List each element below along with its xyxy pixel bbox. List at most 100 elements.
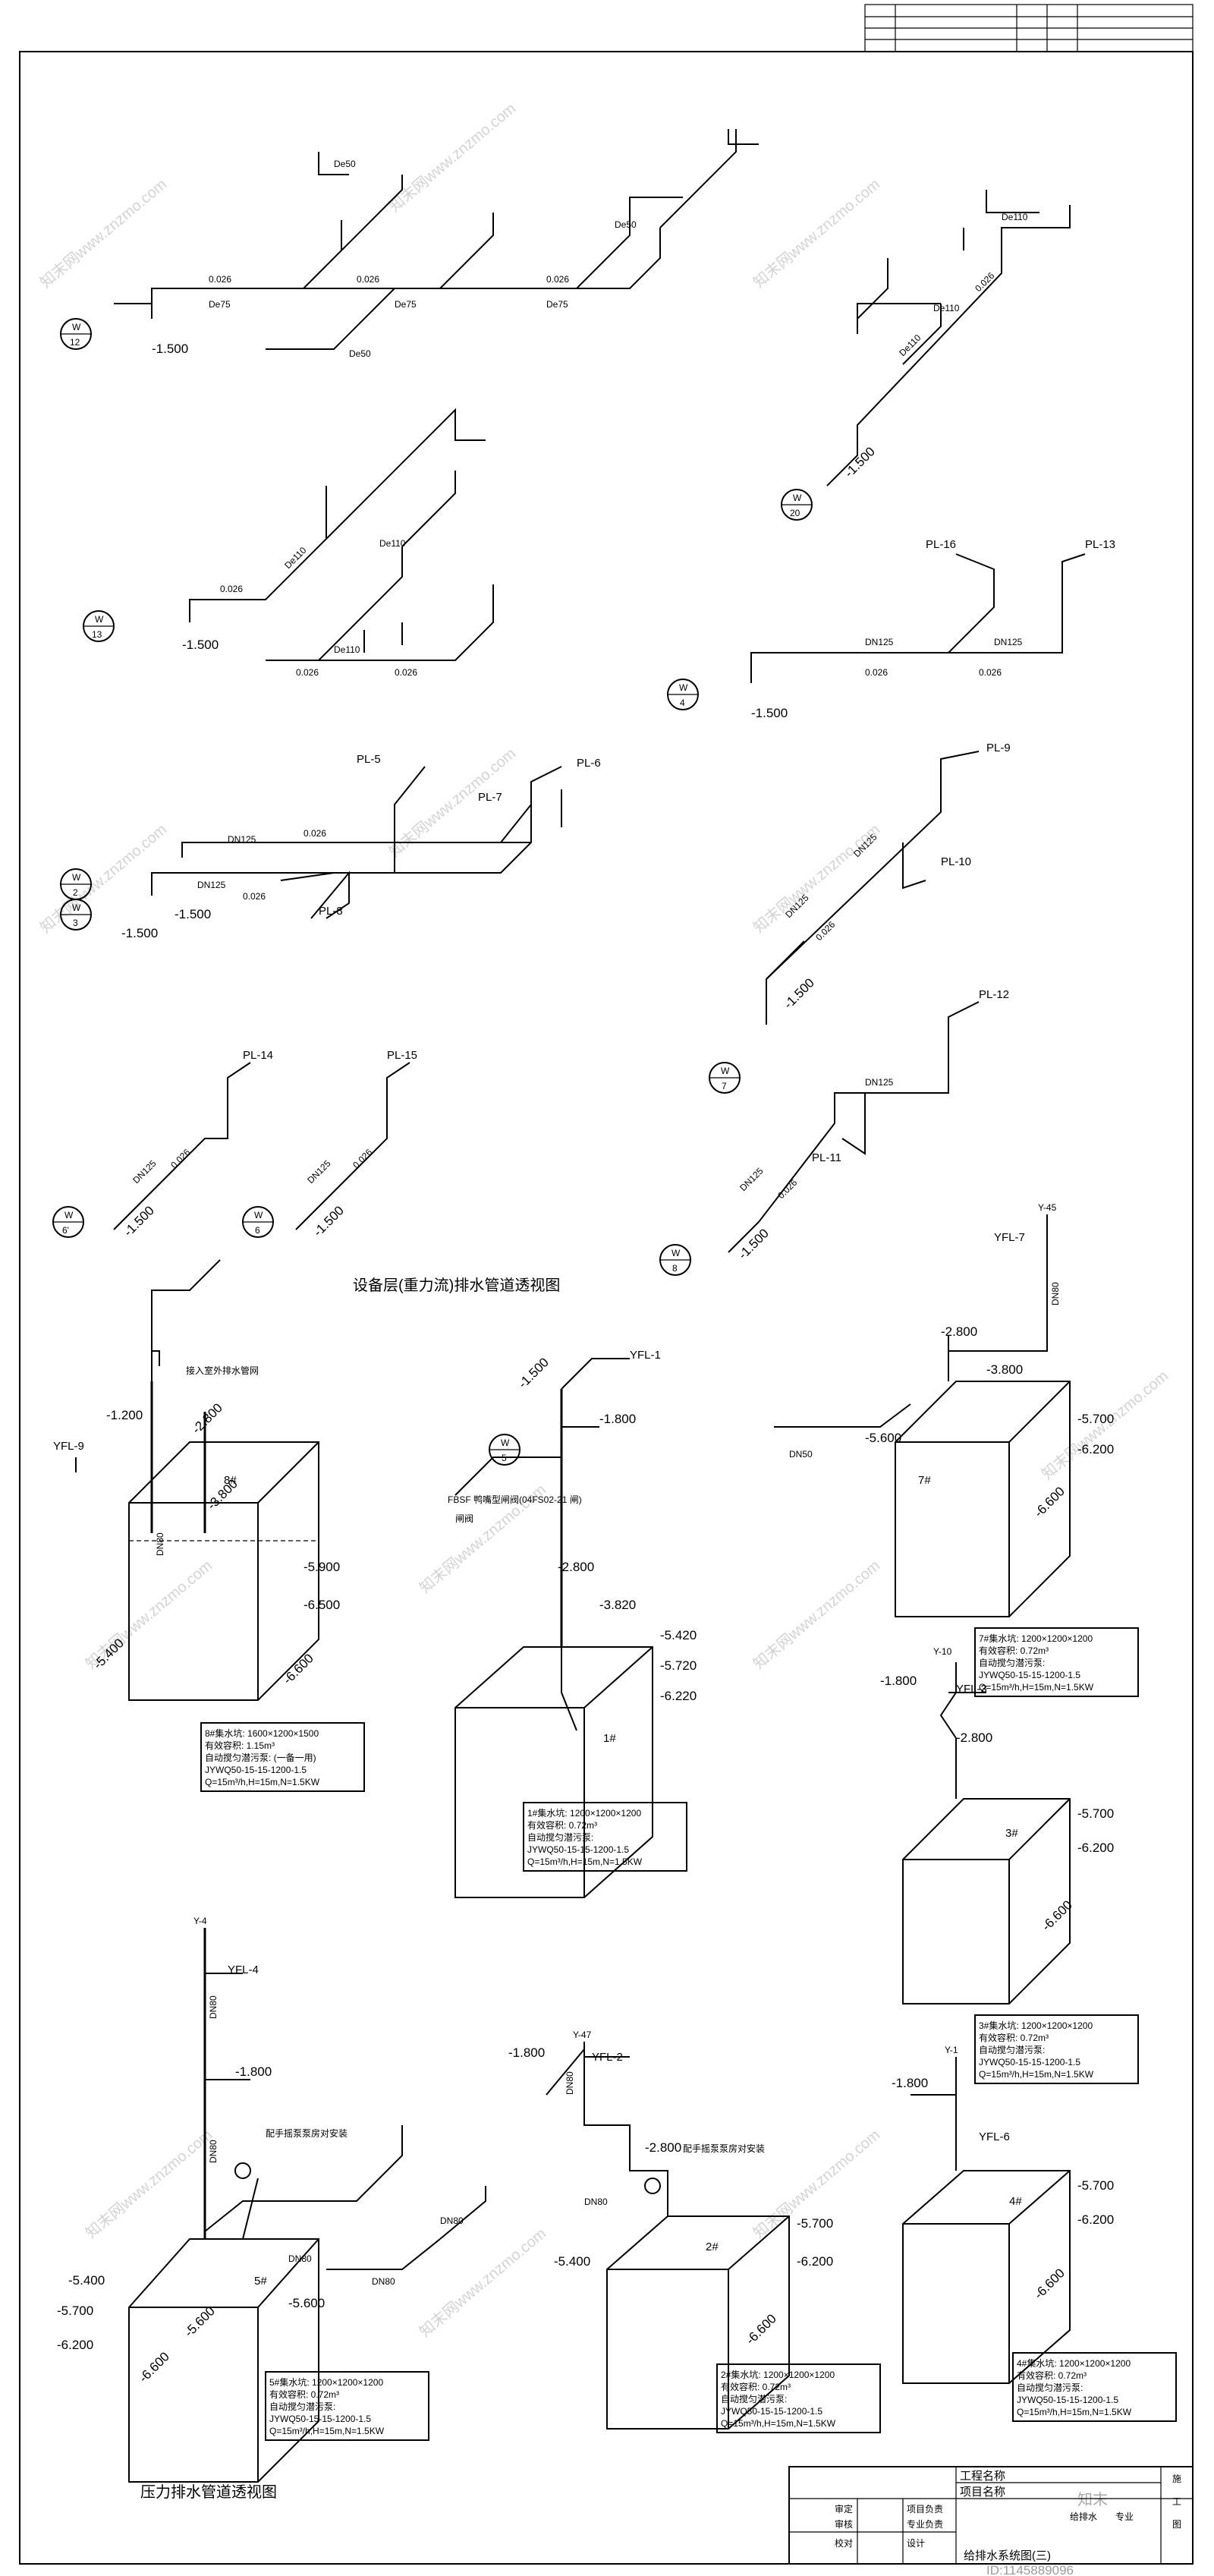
item-name-label: 项目名称 <box>960 2486 1005 2499</box>
slope-label: 0.026 <box>243 891 266 902</box>
system-number: 2 <box>73 887 78 898</box>
roof-mark: Y-1 <box>945 2045 958 2055</box>
logo-text: 知末 <box>1077 2491 1108 2508</box>
valve-note: FBSF 鸭嘴型闸阀(04FS02-21 闸) <box>448 1494 582 1505</box>
pit-spec-rating: Q=15m³/h,H=15m,N=1.5KW <box>205 1777 320 1787</box>
pipe-size-label: DN125 <box>131 1158 159 1186</box>
pit-spec-volume: 有效容积: 1.15m³ <box>205 1740 275 1751</box>
role-label: 审定 <box>835 2503 853 2515</box>
riser-label: PL-15 <box>387 1049 417 1062</box>
gravity-section-title: 设备层(重力流)排水管道透视图 <box>353 1277 560 1294</box>
pipe-size-label: De50 <box>349 348 371 359</box>
pipe-size-label: De75 <box>546 299 568 310</box>
pipe-size-label: DN125 <box>305 1158 333 1186</box>
pit-spec-volume: 有效容积: 0.72m³ <box>979 2032 1049 2043</box>
pit-8: 8# YFL-9 接入室外排水管网 -1.200 -2.800 -3.800 -… <box>53 1259 365 1792</box>
svg-text:W: W <box>72 322 81 332</box>
pit-spec-size: 5#集水坑: 1200×1200×1200 <box>269 2376 383 2388</box>
discharge-line: YFL-9 <box>53 1440 84 1453</box>
level-label: -5.700 <box>1077 2178 1114 2193</box>
coupling-note: 配手摇泵泵房对安装 <box>266 2127 348 2139</box>
level-label: -5.600 <box>181 2304 218 2340</box>
pit-4: 4# YFL-6 -1.800 -5.700 -6.200 -6.600 Y-1… <box>892 2045 1177 2422</box>
pit-spec-pump: 自动搅匀潜污泵: (一备一用) <box>205 1752 316 1763</box>
pit-1: 1# YFL-1 FBSF 鸭嘴型闸阀(04FS02-21 闸) 闸阀 -1.8… <box>448 1349 697 1898</box>
elevation-label: -1.500 <box>735 1226 772 1262</box>
stamp-text: 专业 <box>1115 2511 1134 2522</box>
elevation-label: -1.500 <box>515 1355 552 1391</box>
level-label: -6.200 <box>57 2338 93 2352</box>
slope-label: 0.026 <box>865 667 888 678</box>
level-label: -6.500 <box>304 1598 340 1612</box>
pit-spec-model: JYWQ50-15-15-1200-1.5 <box>979 2057 1080 2067</box>
level-label: -2.800 <box>941 1324 977 1339</box>
pit-spec-pump: 自动搅匀潜污泵: <box>269 2401 335 2412</box>
system-number: 6' <box>62 1225 69 1236</box>
level-label: -6.600 <box>1031 2266 1068 2302</box>
system-w8: PL-12 PL-11 DN125 DN125 0.026 W 8 -1.500 <box>659 988 1009 1276</box>
role-label: 专业负责 <box>907 2518 943 2530</box>
riser-label: PL-11 <box>812 1151 841 1164</box>
pipe-size-label: DN80 <box>208 2140 219 2163</box>
role-label: 项目负责 <box>907 2504 943 2515</box>
discharge-line: YFL-7 <box>994 1231 1025 1244</box>
pipe-size-label: De110 <box>1002 212 1028 222</box>
system-w13: De110 De110 De110 0.026 0.026 0.026 W 13… <box>83 408 494 678</box>
sheet-id: ID:1145889096 <box>986 2563 1074 2576</box>
coupling-note: 配手摇泵泵房对安装 <box>683 2143 765 2154</box>
level-label: -1.800 <box>508 2045 545 2060</box>
system-number: 7 <box>722 1081 727 1091</box>
slope-label: 0.026 <box>168 1147 192 1170</box>
riser-label: PL-13 <box>1085 538 1115 551</box>
pit-spec-size: 8#集水坑: 1600×1200×1500 <box>205 1727 319 1739</box>
level-label: -2.800 <box>956 1730 992 1745</box>
pit-spec-rating: Q=15m³/h,H=15m,N=1.5KW <box>1017 2407 1132 2417</box>
slope-label: 0.026 <box>220 584 243 594</box>
pipe-size-label: DN50 <box>789 1449 813 1460</box>
pipe-size-label: De110 <box>897 332 923 359</box>
svg-text:W: W <box>254 1210 263 1220</box>
pressure-section-title: 压力排水管道透视图 <box>140 2483 277 2501</box>
system-w2-w3: PL-5 PL-7 PL-6 PL-8 DN125 DN125 0.026 0.… <box>60 753 601 940</box>
slope-label: 0.026 <box>296 667 319 678</box>
pit-spec-pump: 自动搅匀潜污泵: <box>1017 2382 1083 2393</box>
level-label: -2.800 <box>558 1560 594 1574</box>
watermark-text: 知末网www.znzmo.com <box>750 1557 883 1673</box>
pit-number: 5# <box>254 2275 267 2288</box>
system-w20: De110 De110 De110 0.026 W 20 -1.500 <box>781 190 1071 521</box>
outer-frame <box>19 51 1194 2565</box>
watermark-text: 知末网www.znzmo.com <box>385 99 519 216</box>
elevation-label: -1.500 <box>751 706 788 720</box>
pipe-size-label: DN80 <box>372 2276 395 2287</box>
pit-number: 2# <box>706 2241 719 2253</box>
riser-label: PL-12 <box>979 988 1009 1001</box>
valve-note-sub: 闸阀 <box>455 1513 473 1524</box>
role-label: 校对 <box>835 2537 853 2549</box>
slope-label: 0.026 <box>357 274 379 285</box>
level-label: -3.800 <box>204 1476 241 1513</box>
side-label: 施 <box>1172 2474 1181 2484</box>
pit-spec-model: JYWQ50-15-15-1200-1.5 <box>721 2406 822 2417</box>
riser-label: PL-9 <box>986 742 1011 754</box>
watermark-text: 知末网www.znzmo.com <box>36 175 170 291</box>
level-label: -5.700 <box>797 2216 833 2231</box>
pipe-size-label: DN125 <box>197 880 226 890</box>
elevation-label: -1.500 <box>841 444 878 480</box>
level-label: -5.400 <box>554 2254 590 2269</box>
pipe-size-label: DN80 <box>440 2215 464 2226</box>
level-label: -1.800 <box>892 2076 928 2090</box>
pit-spec-volume: 有效容积: 0.72m³ <box>721 2381 791 2392</box>
riser-label: PL-5 <box>357 753 381 766</box>
pipe-size-label: DN80 <box>565 2071 575 2095</box>
svg-text:W: W <box>671 1248 681 1258</box>
riser-label: PL-14 <box>243 1049 273 1062</box>
level-label: -6.200 <box>797 2254 833 2269</box>
elevation-label: -1.500 <box>121 1203 157 1239</box>
pipe-size-label: De50 <box>615 219 637 230</box>
elevation-label: -1.500 <box>152 342 188 356</box>
pit-spec-model: JYWQ50-15-15-1200-1.5 <box>527 1844 629 1855</box>
system-number: 3 <box>73 918 78 928</box>
level-label: -2.800 <box>645 2140 681 2155</box>
elevation-label: -1.500 <box>175 907 211 921</box>
